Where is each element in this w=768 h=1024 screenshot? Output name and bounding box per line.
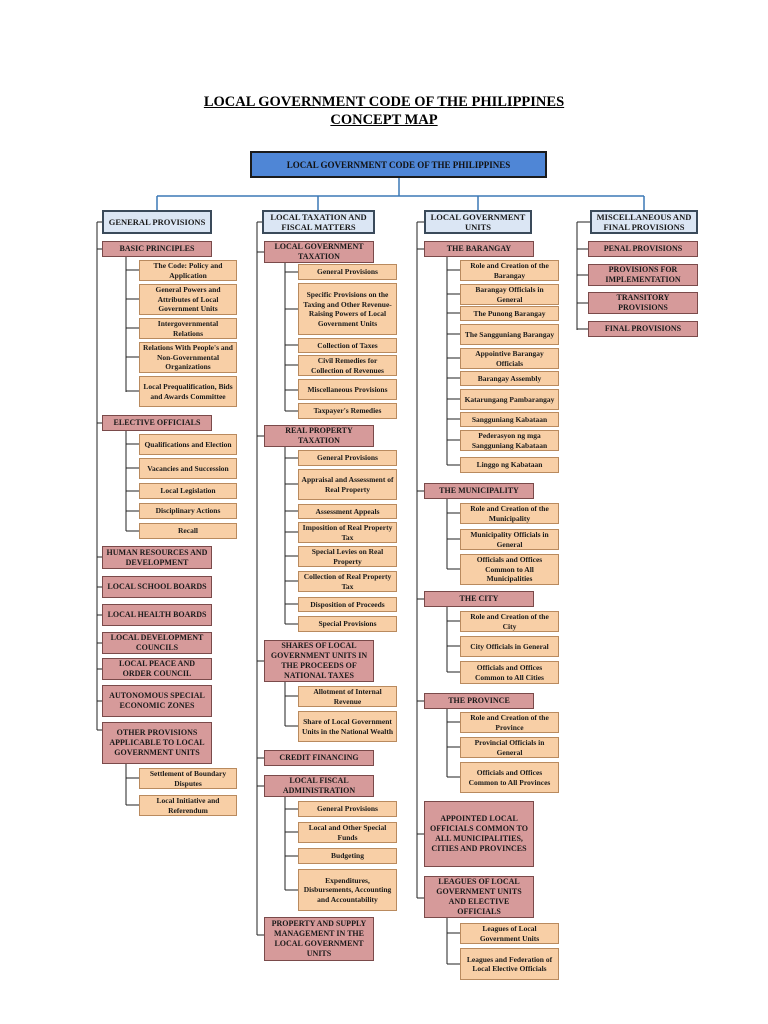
node-development-councils: LOCAL DEVELOPMENT COUNCILS [102,632,212,654]
leaf-elective-officials: Disciplinary Actions [139,503,237,519]
node-property-supply: PROPERTY AND SUPPLY MANAGEMENT IN THE LO… [264,917,374,961]
leaf-elective-officials: Local Legislation [139,483,237,499]
leaf-city: City Officials in General [460,636,559,657]
leaf-fiscal-admin: General Provisions [298,801,397,817]
node-shares: SHARES OF LOCAL GOVERNMENT UNITS IN THE … [264,640,374,682]
page-title: LOCAL GOVERNMENT CODE OF THE PHILIPPINES… [0,93,768,129]
leaf-barangay: Pederasyon ng mga Sangguniang Kabataan [460,430,559,451]
leaf-lgu-taxation: Miscellaneous Provisions [298,379,397,400]
node-transitory-provisions: TRANSITORY PROVISIONS [588,292,698,314]
node-city: THE CITY [424,591,534,607]
header-lgu: LOCAL GOVERNMENT UNITS [424,210,532,234]
leaf-other-provisions: Local Initiative and Referendum [139,795,237,816]
leaf-barangay: Appointive Barangay Officials [460,348,559,369]
node-other-provisions: OTHER PROVISIONS APPLICABLE TO LOCAL GOV… [102,722,212,764]
node-appointed-officials: APPOINTED LOCAL OFFICIALS COMMON TO ALL … [424,801,534,867]
leaf-real-property: General Provisions [298,450,397,466]
node-leagues: LEAGUES OF LOCAL GOVERNMENT UNITS AND EL… [424,876,534,918]
node-barangay: THE BARANGAY [424,241,534,257]
leaf-municipality: Role and Creation of the Municipality [460,503,559,524]
leaf-other-provisions: Settlement of Boundary Disputes [139,768,237,789]
header-misc: MISCELLANEOUS AND FINAL PROVISIONS [590,210,698,234]
node-peace-order: LOCAL PEACE AND ORDER COUNCIL [102,658,212,680]
leaf-barangay: Linggo ng Kabataan [460,457,559,473]
title-line-1: LOCAL GOVERNMENT CODE OF THE PHILIPPINES [203,94,565,110]
node-credit-financing: CREDIT FINANCING [264,750,374,766]
leaf-basic-principles: The Code: Policy and Application [139,260,237,281]
leaf-real-property: Special Levies on Real Property [298,546,397,567]
leaf-real-property: Disposition of Proceeds [298,597,397,612]
leaf-city: Officials and Offices Common to All Citi… [460,661,559,684]
leaf-fiscal-admin: Local and Other Special Funds [298,822,397,843]
node-health-boards: LOCAL HEALTH BOARDS [102,604,212,626]
leaf-province: Role and Creation of the Province [460,712,559,733]
leaf-barangay: Role and Creation of the Barangay [460,260,559,281]
leaf-real-property: Special Provisions [298,616,397,632]
leaf-barangay: Barangay Officials in General [460,284,559,305]
leaf-lgu-taxation: Specific Provisions on the Taxing and Ot… [298,283,397,335]
header-general-provisions: GENERAL PROVISIONS [102,210,212,234]
leaf-lgu-taxation: General Provisions [298,264,397,280]
leaf-barangay: Katarungang Pambarangay [460,389,559,410]
leaf-city: Role and Creation of the City [460,611,559,632]
leaf-shares: Share of Local Government Units in the N… [298,711,397,742]
leaf-barangay: Barangay Assembly [460,371,559,386]
node-economic-zones: AUTONOMOUS SPECIAL ECONOMIC ZONES [102,685,212,717]
node-municipality: THE MUNICIPALITY [424,483,534,499]
leaf-real-property: Imposition of Real Property Tax [298,522,397,543]
leaf-basic-principles: Intergovernmental Relations [139,318,237,339]
leaf-lgu-taxation: Taxpayer's Remedies [298,403,397,419]
leaf-lgu-taxation: Collection of Taxes [298,338,397,353]
node-school-boards: LOCAL SCHOOL BOARDS [102,576,212,598]
leaf-basic-principles: Relations With People's and Non-Governme… [139,342,237,373]
leaf-real-property: Assessment Appeals [298,504,397,519]
leaf-basic-principles: General Powers and Attributes of Local G… [139,284,237,315]
leaf-elective-officials: Recall [139,523,237,539]
leaf-fiscal-admin: Expenditures, Disbursements, Accounting … [298,869,397,911]
node-province: THE PROVINCE [424,693,534,709]
leaf-municipality: Municipality Officials in General [460,529,559,550]
leaf-real-property: Collection of Real Property Tax [298,571,397,592]
node-elective-officials: ELECTIVE OFFICIALS [102,415,212,431]
leaf-province: Provincial Officials in General [460,737,559,758]
leaf-municipality: Officials and Offices Common to All Muni… [460,554,559,585]
root-node: LOCAL GOVERNMENT CODE OF THE PHILIPPINES [250,151,547,178]
leaf-barangay: The Punong Barangay [460,306,559,321]
leaf-barangay: The Sangguniang Barangay [460,324,559,345]
leaf-basic-principles: Local Prequalification, Bids and Awards … [139,376,237,407]
leaf-leagues: Leagues of Local Government Units [460,923,559,944]
title-line-2: CONCEPT MAP [330,112,438,128]
leaf-fiscal-admin: Budgeting [298,848,397,864]
node-penal-provisions: PENAL PROVISIONS [588,241,698,257]
leaf-elective-officials: Qualifications and Election [139,434,237,455]
node-real-property: REAL PROPERTY TAXATION [264,425,374,447]
node-final-provisions: FINAL PROVISIONS [588,321,698,337]
leaf-barangay: Sangguniang Kabataan [460,412,559,427]
leaf-province: Officials and Offices Common to All Prov… [460,762,559,793]
leaf-leagues: Leagues and Federation of Local Elective… [460,948,559,980]
node-lgu-taxation: LOCAL GOVERNMENT TAXATION [264,241,374,263]
node-fiscal-admin: LOCAL FISCAL ADMINISTRATION [264,775,374,797]
node-human-resources: HUMAN RESOURCES AND DEVELOPMENT [102,546,212,569]
leaf-shares: Allotment of Internal Revenue [298,686,397,707]
node-basic-principles: BASIC PRINCIPLES [102,241,212,257]
leaf-lgu-taxation: Civil Remedies for Collection of Revenue… [298,355,397,376]
leaf-elective-officials: Vacancies and Succession [139,458,237,479]
header-taxation: LOCAL TAXATION AND FISCAL MATTERS [262,210,375,234]
node-provisions-implementation: PROVISIONS FOR IMPLEMENTATION [588,264,698,286]
leaf-real-property: Appraisal and Assessment of Real Propert… [298,469,397,500]
